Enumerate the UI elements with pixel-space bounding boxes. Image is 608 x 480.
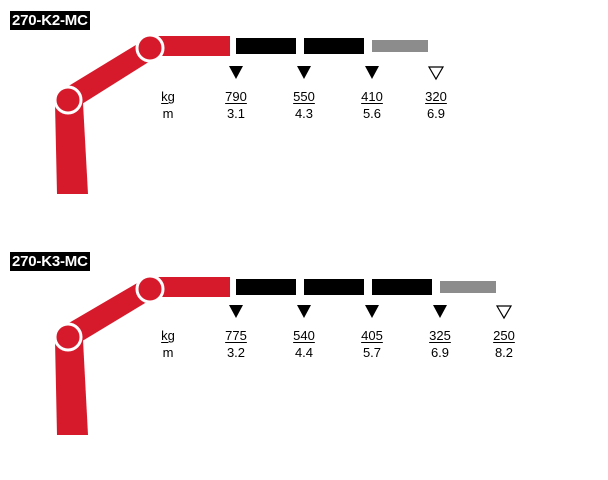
extension-3 [372,40,428,52]
extension-2 [304,38,364,54]
reach-value: 8.2 [494,345,514,360]
boom-joint [135,274,165,304]
load-value: 250 [493,328,515,343]
crane-illustration [53,274,513,435]
reach-value: 5.7 [362,345,382,360]
model-label: 270-K3-MC [10,252,90,271]
marker-outline-triangle [427,66,445,81]
reach-unit-label: m [162,106,174,121]
load-unit-label: kg [161,89,175,104]
crane-diagram-270-k3-mc: 270-K3-MC kg m 775 3.2 540 4.4 405 5.7 3… [0,241,608,451]
marker-outline-triangle [495,305,513,320]
model-label: 270-K2-MC [10,11,90,30]
marker-filled-triangle [365,305,379,318]
reach-value: 3.2 [226,345,246,360]
load-value: 550 [293,89,315,104]
load-value: 540 [293,328,315,343]
outer-boom [150,36,230,56]
marker-filled-triangle [229,66,243,79]
crane-illustration [53,33,445,194]
crane-diagram-270-k2-mc: 270-K2-MC kg m 790 3.1 550 4.3 410 5.6 3… [0,0,608,210]
outer-boom [150,277,230,297]
reach-unit-label: m [162,345,174,360]
marker-filled-triangle [297,305,311,318]
reach-value: 6.9 [430,345,450,360]
reach-value: 5.6 [362,106,382,121]
load-value: 320 [425,89,447,104]
load-value: 325 [429,328,451,343]
extension-3 [372,279,432,295]
marker-filled-triangle [229,305,243,318]
reach-value: 4.4 [294,345,314,360]
extension-4 [440,281,496,293]
load-unit-label: kg [161,328,175,343]
load-value: 790 [225,89,247,104]
reach-value: 6.9 [426,106,446,121]
crane-column [55,103,88,194]
column-joint [53,322,83,352]
load-value: 405 [361,328,383,343]
load-value: 775 [225,328,247,343]
extension-1 [236,38,296,54]
marker-filled-triangle [297,66,311,79]
extension-1 [236,279,296,295]
reach-value: 3.1 [226,106,246,121]
column-joint [53,85,83,115]
extension-2 [304,279,364,295]
crane-column [55,340,88,435]
marker-filled-triangle [433,305,447,318]
load-value: 410 [361,89,383,104]
inner-boom [62,40,155,109]
boom-joint [135,33,165,63]
reach-value: 4.3 [294,106,314,121]
inner-boom [62,279,155,346]
marker-filled-triangle [365,66,379,79]
